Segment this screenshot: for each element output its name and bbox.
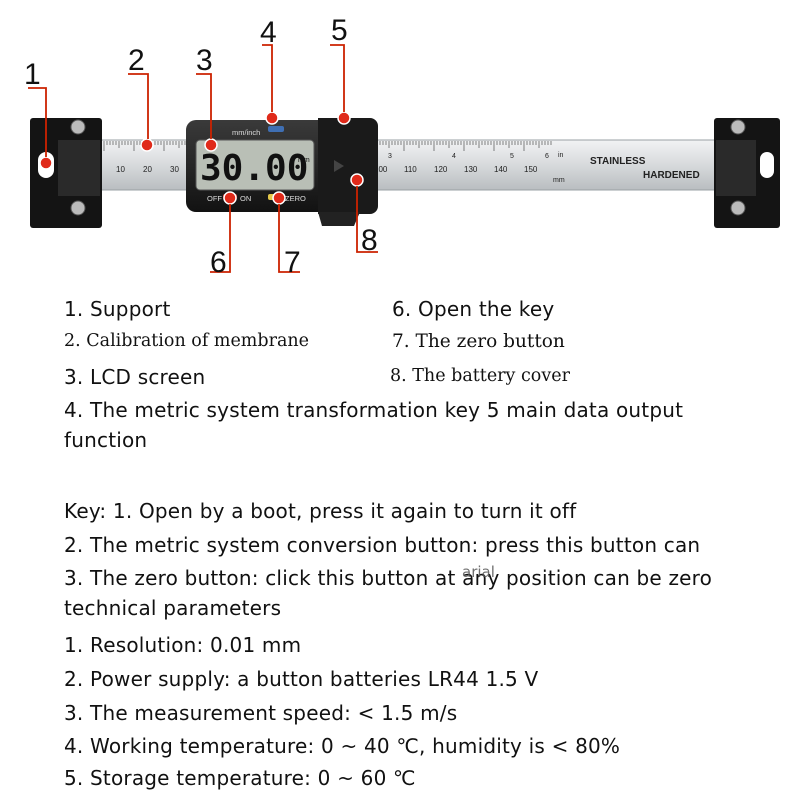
screw-icon [730,119,746,135]
callout-2: 2 [128,44,145,77]
callout-7: 7 [284,246,301,279]
scale-number: 20 [143,165,152,174]
callout-dot [272,191,286,205]
scale-number: 130 [464,165,478,174]
scale-mm-label: mm [553,177,565,184]
scale-number: 120 [434,165,448,174]
key-line-4: technical parameters [64,596,282,620]
spec-2: 2. Power supply: a button batteries LR44… [64,667,539,691]
brand-hardened: HARDENED [643,170,700,181]
scale-in-label: in [558,152,564,159]
unit-key-label: mm/inch [232,128,260,137]
lcd-unit: mm [298,157,310,164]
key-line-1: Key: 1. Open by a boot, press it again t… [64,499,577,523]
scale-number: 10 [116,165,125,174]
callout-dot [204,138,218,152]
scale-left-numbers: 10 20 30 [116,165,179,174]
callout-8: 8 [361,224,378,257]
callout-numbers: 1 2 3 4 5 6 7 8 [24,14,378,279]
off-label: OFF [207,194,222,203]
scale-number: 140 [494,165,508,174]
callout-5: 5 [331,14,348,47]
scale-number: 110 [404,165,417,174]
lcd-value: 30.00 [200,148,308,189]
zero-label: ZERO [285,194,306,203]
brand-stainless: STAINLESS [590,156,646,167]
callout-3: 3 [196,44,213,77]
callout-dot [350,173,364,187]
part-4-line2: function [64,428,148,452]
display-body: 30.00 mm mm/inch OFF ON ZERO [186,118,378,226]
callout-dot [337,111,351,125]
part-8: 8. The battery cover [390,366,570,386]
watermark-text: arial [462,563,495,581]
part-4-line1: 4. The metric system transformation key … [64,398,684,422]
left-support [30,118,102,228]
part-6: 6. Open the key [392,297,555,321]
screw-icon [70,119,86,135]
unit-toggle-button[interactable] [268,126,284,132]
part-7: 7. The zero button [392,331,565,352]
part-1: 1. Support [64,297,171,321]
screw-icon [70,200,86,216]
scale-number: 100 [374,165,388,174]
data-output-port [334,160,344,172]
key-line-2: 2. The metric system conversion button: … [64,533,701,557]
scale-ticks [103,141,552,151]
screw-icon [730,200,746,216]
callout-dot [39,156,53,170]
scale-number: 150 [524,165,538,174]
callout-dot [265,111,279,125]
thumb-wheel [318,212,360,226]
part-2: 2. Calibration of membrane [64,331,310,351]
key-line-3: 3. The zero button: click this button at… [64,566,713,590]
spec-5: 5. Storage temperature: 0 ~ 60 ℃ [64,766,416,790]
spec-3: 3. The measurement speed: < 1.5 m/s [64,701,458,725]
callout-dot [223,191,237,205]
inch-mark: 4 [452,153,456,160]
lcd-screen [195,139,315,191]
callout-leaders [28,44,378,273]
on-label: ON [240,194,251,203]
scale-number: 30 [170,165,179,174]
callout-dot [140,138,154,152]
spec-4: 4. Working temperature: 0 ~ 40 ℃, humidi… [64,734,621,758]
inch-mark: 3 [388,153,392,160]
inch-mark: 5 [510,153,514,160]
inch-marks: 3 4 5 6 [388,153,549,160]
right-support [714,118,780,228]
scale-right-numbers: 100 110 120 130 140 150 [374,165,538,174]
mounting-slot [760,152,774,178]
callout-4: 4 [260,16,277,49]
inch-mark: 6 [545,153,549,160]
part-3: 3. LCD screen [64,365,206,389]
callout-1: 1 [24,58,41,91]
caliper-illustration: 10 20 30 100 110 120 130 140 150 3 4 5 6… [24,14,780,279]
callout-6: 6 [210,246,227,279]
spec-1: 1. Resolution: 0.01 mm [64,633,302,657]
